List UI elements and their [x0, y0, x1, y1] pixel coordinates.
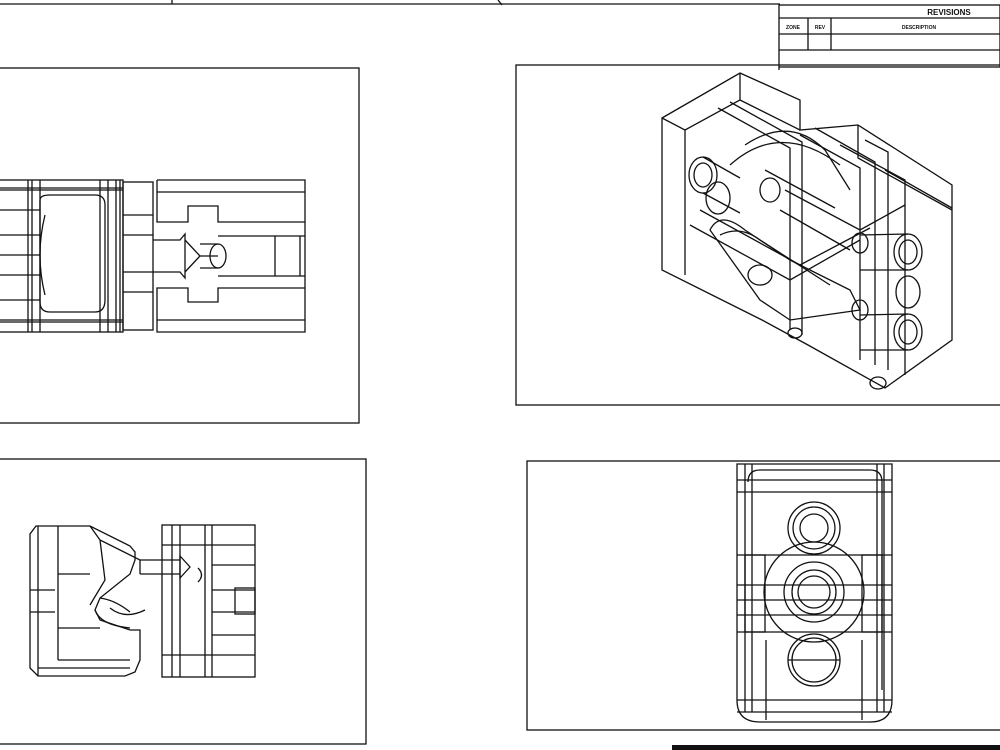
zone-column-header: ZONE: [786, 25, 801, 31]
revision-block-text: REVISIONS ZONE REV DESCRIPTION: [786, 8, 971, 31]
sheet-bottom-strip: [672, 745, 1000, 750]
view-isometric-frame: [515, 64, 1000, 406]
revision-block: [778, 4, 1000, 70]
view-top-frame: [0, 67, 360, 424]
rev-column-header: REV: [815, 25, 826, 31]
sheet-top-border: [0, 0, 780, 6]
revisions-header: REVISIONS: [927, 8, 971, 17]
description-column-header: DESCRIPTION: [902, 25, 937, 31]
view-top: [0, 67, 360, 424]
view-isometric: [515, 64, 1000, 406]
view-side-frame: [526, 460, 1000, 731]
view-side: [526, 460, 1000, 731]
view-front-frame: [0, 458, 367, 745]
view-front: [0, 458, 367, 745]
